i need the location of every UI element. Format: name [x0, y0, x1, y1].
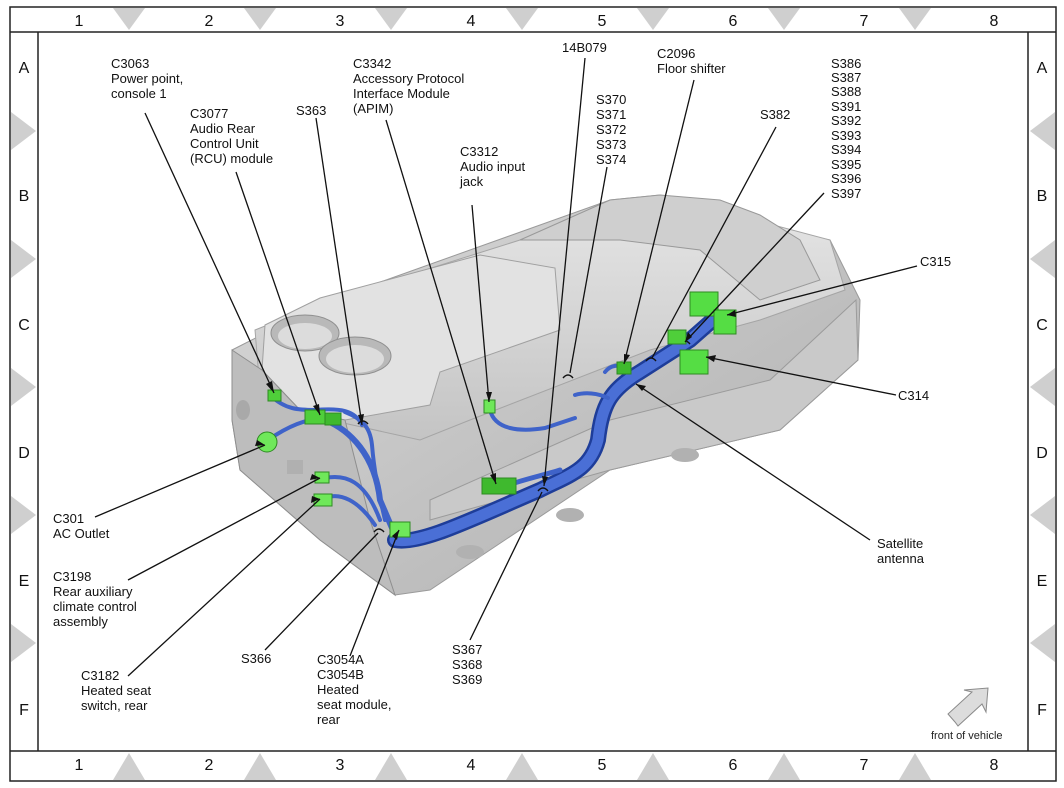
label-s366: S366 [241, 651, 271, 666]
leader-lines [94, 57, 918, 677]
col-label-bottom-5: 5 [598, 757, 607, 774]
row-label-left-d: D [18, 445, 30, 462]
label-s382: S382 [760, 107, 790, 122]
row-label-right-f: F [1037, 702, 1047, 719]
grid-markers [11, 8, 1055, 780]
row-label-left-c: C [18, 317, 30, 334]
label-14b079: 14B079 [562, 40, 607, 55]
col-label-top-7: 7 [860, 13, 869, 30]
row-label-left-f: F [19, 702, 29, 719]
label-c3063: C3063 Power point, console 1 [111, 56, 187, 101]
label-c315: C315 [920, 254, 951, 269]
col-label-bottom-1: 1 [75, 757, 84, 774]
label-c3198: C3198 Rear auxiliary climate control ass… [53, 569, 140, 629]
diagram-frame [9, 6, 1057, 782]
col-label-bottom-7: 7 [860, 757, 869, 774]
row-label-right-d: D [1036, 445, 1048, 462]
col-label-bottom-3: 3 [336, 757, 345, 774]
col-label-bottom-8: 8 [990, 757, 999, 774]
col-label-top-2: 2 [205, 13, 214, 30]
connectors [256, 291, 737, 538]
label-c301: C301 AC Outlet [53, 511, 110, 541]
row-label-left-b: B [19, 188, 30, 205]
label-s370-s374: S370 S371 S372 S373 S374 [596, 92, 630, 167]
label-s363: S363 [296, 103, 326, 118]
col-label-top-1: 1 [75, 13, 84, 30]
row-label-right-e: E [1037, 573, 1048, 590]
front-of-vehicle-label: front of vehicle [931, 730, 1003, 742]
label-c3312: C3312 Audio input jack [459, 144, 529, 189]
col-label-top-5: 5 [598, 13, 607, 30]
col-label-top-8: 8 [990, 13, 999, 30]
col-label-bottom-6: 6 [729, 757, 738, 774]
label-c314: C314 [898, 388, 929, 403]
col-label-bottom-2: 2 [205, 757, 214, 774]
row-label-left-a: A [19, 60, 30, 77]
splice-markers [357, 340, 691, 533]
label-c3077: C3077 Audio Rear Control Unit (RCU) modu… [190, 106, 273, 166]
label-c3054: C3054A C3054B Heated seat module, rear [317, 652, 395, 727]
label-s367-s369: S367 S368 S369 [452, 642, 486, 687]
leader-arrowheads [255, 310, 736, 540]
label-c3182: C3182 Heated seat switch, rear [81, 668, 155, 713]
row-label-right-a: A [1037, 60, 1048, 77]
col-label-top-4: 4 [467, 13, 476, 30]
col-label-bottom-4: 4 [467, 757, 476, 774]
col-label-top-3: 3 [336, 13, 345, 30]
label-c3342: C3342 Accessory Protocol Interface Modul… [353, 56, 468, 116]
label-s386-s397: S386 S387 S388 S391 S392 S393 S394 S395 … [831, 56, 865, 201]
label-satellite-antenna: Satellite antenna [877, 536, 927, 566]
label-c2096: C2096 Floor shifter [657, 46, 726, 76]
row-label-left-e: E [19, 573, 30, 590]
row-label-right-b: B [1037, 188, 1048, 205]
col-label-top-6: 6 [729, 13, 738, 30]
front-of-vehicle-arrow-icon [947, 687, 989, 727]
row-label-right-c: C [1036, 317, 1048, 334]
